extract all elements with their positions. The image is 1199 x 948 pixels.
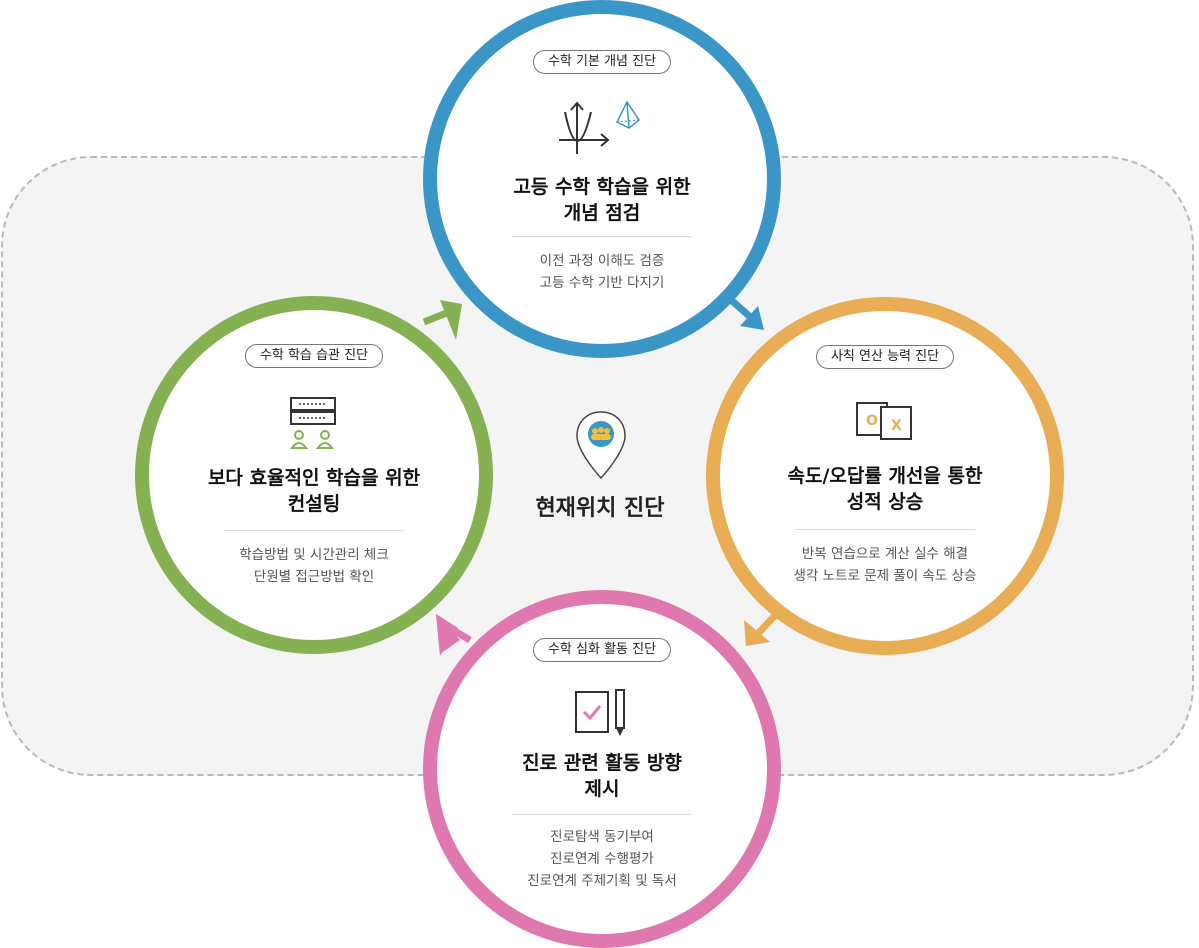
location-pin-icon bbox=[575, 410, 627, 484]
badge-label: 수학 학습 습관 진단 bbox=[244, 344, 384, 368]
badge-label: 사칙 연산 능력 진단 bbox=[815, 345, 955, 369]
card-title: 고등 수학 학습을 위한 개념 점검 bbox=[513, 176, 691, 224]
circle-advanced-activity-diagnosis: 수학 심화 활동 진단 진로 관련 활동 방향 제시 진로탐색 동기부여 진로연… bbox=[423, 590, 781, 948]
circle-study-habit-diagnosis: 수학 학습 습관 진단 보다 효율적인 학습을 위한 컨설팅 학습방법 및 시간… bbox=[135, 296, 493, 654]
circle-arithmetic-diagnosis: 사칙 연산 능력 진단 O X 속도/오답률 개선을 통한 성적 상승 반복 연… bbox=[706, 297, 1064, 655]
divider bbox=[512, 236, 692, 237]
circle-concept-diagnosis: 수학 기본 개념 진단 고등 수학 학습을 위한 개념 점검 이전 과정 이해도… bbox=[423, 0, 781, 358]
center-label: 현재위치 진단 bbox=[535, 496, 665, 521]
svg-text:O: O bbox=[866, 413, 878, 429]
card-title: 진로 관련 활동 방향 제시 bbox=[522, 752, 682, 800]
svg-text:X: X bbox=[891, 418, 902, 434]
divider bbox=[795, 529, 975, 530]
card-description: 반복 연습으로 계산 실수 해결 생각 노트로 문제 풀이 속도 상승 bbox=[793, 546, 977, 584]
badge-label: 수학 심화 활동 진단 bbox=[532, 638, 672, 662]
arrow-bottom-to-left bbox=[436, 614, 472, 656]
card-description: 진로탐색 동기부여 진로연계 수행평가 진로연계 주제기획 및 독서 bbox=[527, 829, 677, 889]
divider bbox=[224, 530, 404, 531]
divider bbox=[512, 814, 692, 815]
card-description: 이전 과정 이해도 검증 고등 수학 기반 다지기 bbox=[539, 253, 665, 291]
card-title: 보다 효율적인 학습을 위한 컨설팅 bbox=[207, 467, 421, 515]
card-title: 속도/오답률 개선을 통한 성적 상승 bbox=[787, 465, 983, 513]
chat-people-icon bbox=[289, 396, 339, 460]
graph-axes-pyramid-icon bbox=[557, 100, 647, 160]
checklist-pencil-icon bbox=[574, 688, 630, 742]
arrow-left-to-top bbox=[422, 300, 462, 340]
ox-cards-icon: O X bbox=[855, 399, 915, 449]
badge-label: 수학 기본 개념 진단 bbox=[532, 50, 672, 74]
card-description: 학습방법 및 시간관리 체크 단원별 접근방법 확인 bbox=[239, 547, 389, 585]
